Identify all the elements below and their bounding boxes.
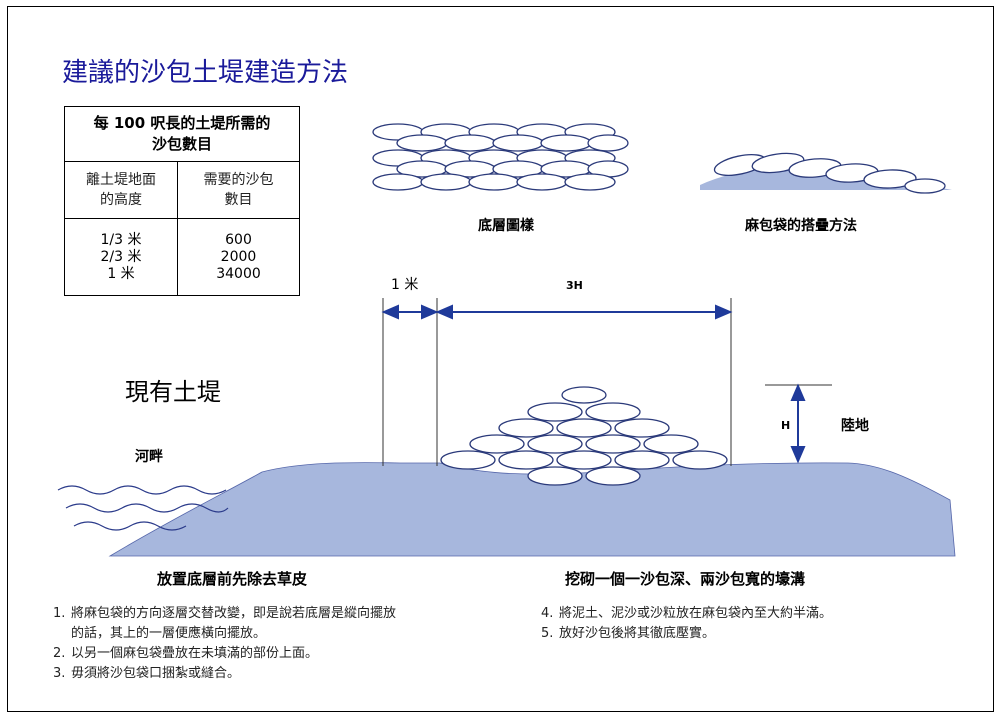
step-number: 4. [541,606,554,621]
step-text: 以另一個麻包袋疊放在未填滿的部份上面。 [71,646,319,661]
one-meter-label: 1 米 [391,277,419,293]
step-number: 3. [53,666,66,681]
height-value: 1/3 米 [100,231,142,248]
dimension-lines [382,298,832,466]
count-value: 600 [225,231,252,248]
stacking-method-figure [700,152,952,194]
col2-line2: 數目 [224,192,253,208]
land-label: 陸地 [841,418,869,434]
bottom-pattern-label: 底層圖樣 [478,218,534,234]
step-number: 2. [53,646,66,661]
height-value: 1 米 [107,265,135,282]
step-text: 將泥土、泥沙或沙粒放在麻包袋內至大約半滿。 [559,606,833,621]
step-text: 的話，其上的一層便應橫向擺放。 [71,626,267,641]
table-header-line2: 沙包數目 [151,135,212,153]
count-value: 2000 [220,248,257,265]
table-header: 每 100 呎長的土堤所需的 沙包數目 [64,106,300,162]
step-text: 毋須將沙包袋口捆紮或縫合。 [71,666,241,681]
table-header-line1: 每 100 呎長的土堤所需的 [93,114,271,132]
list-item: 5. 放好沙包後將其徹底壓實。 [541,624,941,644]
count-value: 34000 [216,265,261,282]
three-h-label: 3H [566,279,583,292]
h-label: H [781,419,791,432]
page-title: 建議的沙包土堤建造方法 [62,58,349,88]
instructions-left: 1. 將麻包袋的方向逐層交替改變，即是說若底層是縱向擺放 的話，其上的一層便應橫… [53,604,493,684]
ground-levee [108,462,956,557]
list-item: 2. 以另一個麻包袋疊放在未填滿的部份上面。 [53,644,493,664]
step-number: 5. [541,626,554,641]
instructions-right: 4. 將泥土、泥沙或沙粒放在麻包袋內至大約半滿。 5. 放好沙包後將其徹底壓實。 [541,604,941,644]
existing-levee-label: 現有土堤 [125,378,221,406]
step-text: 放好沙包後將其徹底壓實。 [559,626,716,641]
step-number: 1. [53,606,66,621]
list-item: 3. 毋須將沙包袋口捆紮或縫合。 [53,664,493,684]
dimension-arrows [381,304,806,464]
column-header-count: 需要的沙包 數目 [177,161,300,219]
column-header-height: 離土堤地面 的高度 [64,161,178,219]
stacking-method-label: 麻包袋的搭疊方法 [745,218,857,234]
dig-trench-caption: 挖砌一個一沙包深、兩沙包寬的壕溝 [565,570,806,588]
col1-line2: 的高度 [100,192,142,208]
water-waves-icon [57,485,229,531]
height-value: 2/3 米 [100,248,142,265]
sandbag-stack [440,386,728,486]
step-text: 將麻包袋的方向逐層交替改變，即是說若底層是縱向擺放 [71,606,397,621]
sandbag-count-table: 每 100 呎長的土堤所需的 沙包數目 離土堤地面 的高度 需要的沙包 數目 1… [64,106,300,296]
col2-line1: 需要的沙包 [203,172,274,188]
list-item: 1. 將麻包袋的方向逐層交替改變，即是說若底層是縱向擺放 的話，其上的一層便應橫… [53,604,493,644]
col1-line1: 離土堤地面 [86,172,156,188]
list-item: 4. 將泥土、泥沙或沙粒放在麻包袋內至大約半滿。 [541,604,941,624]
riverbank-label: 河畔 [135,449,163,465]
height-values: 1/3 米 2/3 米 1 米 [64,218,178,296]
remove-grass-caption: 放置底層前先除去草皮 [157,570,308,588]
count-values: 600 2000 34000 [177,218,300,296]
bottom-layer-pattern [372,123,629,191]
